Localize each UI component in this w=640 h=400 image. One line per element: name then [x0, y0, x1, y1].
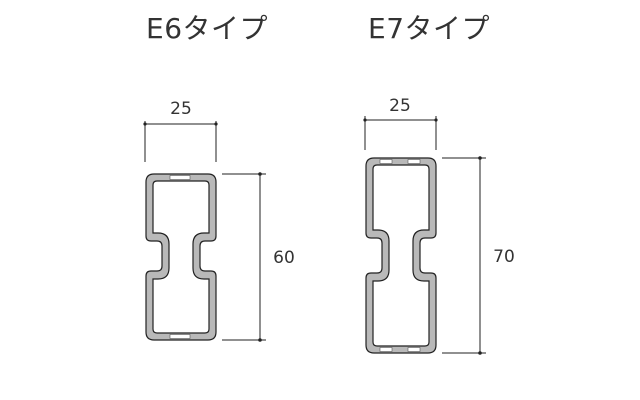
e6-height-arrow-bottom: [258, 338, 262, 342]
e7-width-dimension: 25: [363, 96, 438, 150]
e7-profile: 25 70: [363, 96, 515, 355]
e6-height-arrow-top: [258, 172, 262, 176]
e7-width-arrow-right: [434, 118, 438, 122]
e7-height-arrow-top: [478, 156, 482, 160]
e6-height-dimension: 60: [222, 172, 295, 342]
e7-top-slot-right: [407, 159, 421, 164]
e6-type-title: E6タイプ: [146, 12, 269, 45]
e7-bottom-slot-right: [407, 347, 421, 352]
e7-width-label: 25: [389, 96, 411, 116]
e7-type-title: E7タイプ: [368, 12, 491, 45]
e6-width-label: 25: [170, 99, 192, 119]
e7-width-arrow-left: [363, 118, 367, 122]
e6-height-label: 60: [273, 248, 295, 268]
e7-section-inner: [372, 164, 430, 347]
e7-top-slot-left: [379, 159, 393, 164]
e7-height-label: 70: [493, 247, 515, 267]
e6-section-inner: [152, 180, 210, 334]
e6-width-dimension: 25: [143, 99, 218, 162]
e7-height-arrow-bottom: [478, 351, 482, 355]
e6-bottom-slot: [169, 334, 191, 339]
e6-profile: 25 60: [143, 99, 295, 342]
e7-bottom-slot-left: [379, 347, 393, 352]
e7-height-dimension: 70: [442, 156, 515, 355]
e6-width-arrow-right: [214, 122, 218, 126]
e6-top-slot: [169, 175, 191, 180]
e6-width-arrow-left: [143, 122, 147, 126]
